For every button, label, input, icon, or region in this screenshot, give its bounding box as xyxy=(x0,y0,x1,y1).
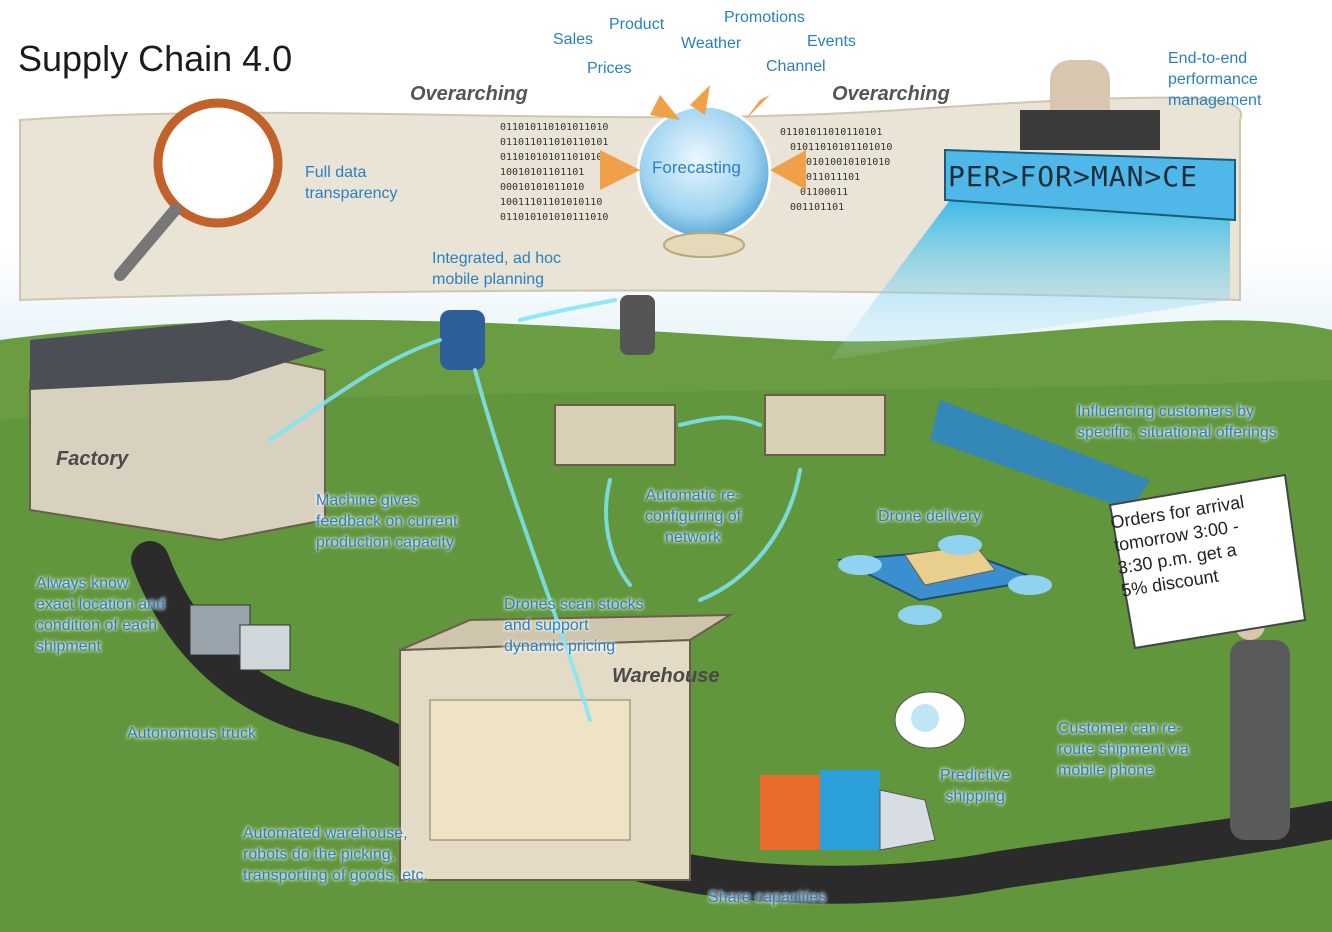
influencing-line-2: specific, situational offerings xyxy=(1077,424,1277,441)
svg-text:0011011101: 0011011101 xyxy=(800,172,860,183)
page-title: Supply Chain 4.0 xyxy=(18,38,293,79)
end-to-end-line-1: End-to-end xyxy=(1168,50,1248,67)
drones-scan-line-1: Drones scan stocks xyxy=(504,596,644,613)
factory-label: Factory xyxy=(56,448,129,470)
auto-reconfig-line-1: Automatic re- xyxy=(645,487,741,504)
automated-warehouse-line-2: robots do the picking, xyxy=(243,846,396,863)
input-events: Events xyxy=(807,33,856,50)
customer-reroute-line-2: route shipment via xyxy=(1058,741,1189,758)
mobile-planning-line-2: mobile planning xyxy=(432,271,545,288)
input-prices: Prices xyxy=(587,60,632,77)
svg-text:10010101101101: 10010101101101 xyxy=(500,167,584,178)
full-data-label: Full data transparency xyxy=(305,162,398,204)
predictive-line-1: Predictive xyxy=(940,767,1011,784)
svg-text:001101101: 001101101 xyxy=(790,202,844,213)
machine-feedback-line-2: feedback on current xyxy=(316,513,458,530)
performance-banner: PER>FOR>MAN>CE xyxy=(948,160,1199,193)
full-data-line-1: Full data xyxy=(305,164,367,181)
overarching-left-label: Overarching xyxy=(410,83,528,105)
auto-reconfig-label: Automatic re- configuring of network xyxy=(645,485,741,548)
drones-scan-line-2: and support xyxy=(504,617,589,634)
machine-feedback-line-1: Machine gives xyxy=(316,492,419,509)
input-sales: Sales xyxy=(553,31,594,48)
always-know-line-4: shipment xyxy=(36,638,101,655)
auto-reconfig-line-2: configuring of xyxy=(645,508,742,525)
predictive-shipping-label: Predictive shipping xyxy=(940,765,1010,807)
drones-scan-line-3: dynamic pricing xyxy=(504,638,616,655)
svg-text:10011101101010110: 10011101101010110 xyxy=(500,197,602,208)
input-product: Product xyxy=(609,16,665,33)
influencing-line-1: Influencing customers by xyxy=(1077,403,1254,420)
svg-text:011011011010110101: 011011011010110101 xyxy=(500,137,608,148)
customer-reroute-line-1: Customer can re- xyxy=(1058,720,1182,737)
always-know-line-3: condition of each xyxy=(36,617,157,634)
end-to-end-label: End-to-end performance management xyxy=(1168,48,1261,111)
svg-text:01101010101101010: 01101010101101010 xyxy=(500,152,602,163)
svg-text:01101011010110101: 01101011010110101 xyxy=(780,127,882,138)
full-data-line-2: transparency xyxy=(305,185,398,202)
svg-text:01011010101101010: 01011010101101010 xyxy=(790,142,892,153)
svg-text:01100011: 01100011 xyxy=(800,187,848,198)
share-capacities-label: Share capacities xyxy=(708,889,827,906)
machine-feedback-line-3: production capacity xyxy=(316,534,454,551)
always-know-line-1: Always know xyxy=(36,575,129,592)
drones-scan-label: Drones scan stocks and support dynamic p… xyxy=(504,594,644,657)
auto-reconfig-line-3: network xyxy=(665,529,722,546)
influencing-label: Influencing customers by specific, situa… xyxy=(1077,401,1277,443)
mobile-planning-label: Integrated, ad hoc mobile planning xyxy=(432,248,561,290)
always-know-line-2: exact location and xyxy=(36,596,165,613)
input-promotions: Promotions xyxy=(724,9,805,26)
svg-text:101010010101010: 101010010101010 xyxy=(800,157,890,168)
customer-reroute-line-3: mobile phone xyxy=(1058,762,1155,779)
automated-warehouse-label: Automated warehouse, robots do the picki… xyxy=(243,823,428,886)
predictive-line-2: shipping xyxy=(945,788,1005,805)
input-channel: Channel xyxy=(766,58,826,75)
svg-text:011010101010111010: 011010101010111010 xyxy=(500,212,608,223)
automated-warehouse-line-1: Automated warehouse, xyxy=(243,825,408,842)
machine-feedback-label: Machine gives feedback on current produc… xyxy=(316,490,457,553)
svg-text:011010110101011010: 011010110101011010 xyxy=(500,122,608,133)
forecasting-label: Forecasting xyxy=(652,158,741,177)
mobile-planning-line-1: Integrated, ad hoc xyxy=(432,250,561,267)
end-to-end-line-2: performance xyxy=(1168,71,1258,88)
autonomous-truck-label: Autonomous truck xyxy=(127,725,256,742)
always-know-label: Always know exact location and condition… xyxy=(36,573,165,657)
customer-reroute-label: Customer can re- route shipment via mobi… xyxy=(1058,718,1189,781)
svg-text:00010101011010: 00010101011010 xyxy=(500,182,584,193)
input-weather: Weather xyxy=(681,35,742,52)
warehouse-label: Warehouse xyxy=(612,665,720,687)
end-to-end-line-3: management xyxy=(1168,92,1262,109)
automated-warehouse-line-3: transporting of goods, etc. xyxy=(243,867,428,884)
drone-delivery-label: Drone delivery xyxy=(878,508,982,525)
overarching-right-label: Overarching xyxy=(832,83,950,105)
